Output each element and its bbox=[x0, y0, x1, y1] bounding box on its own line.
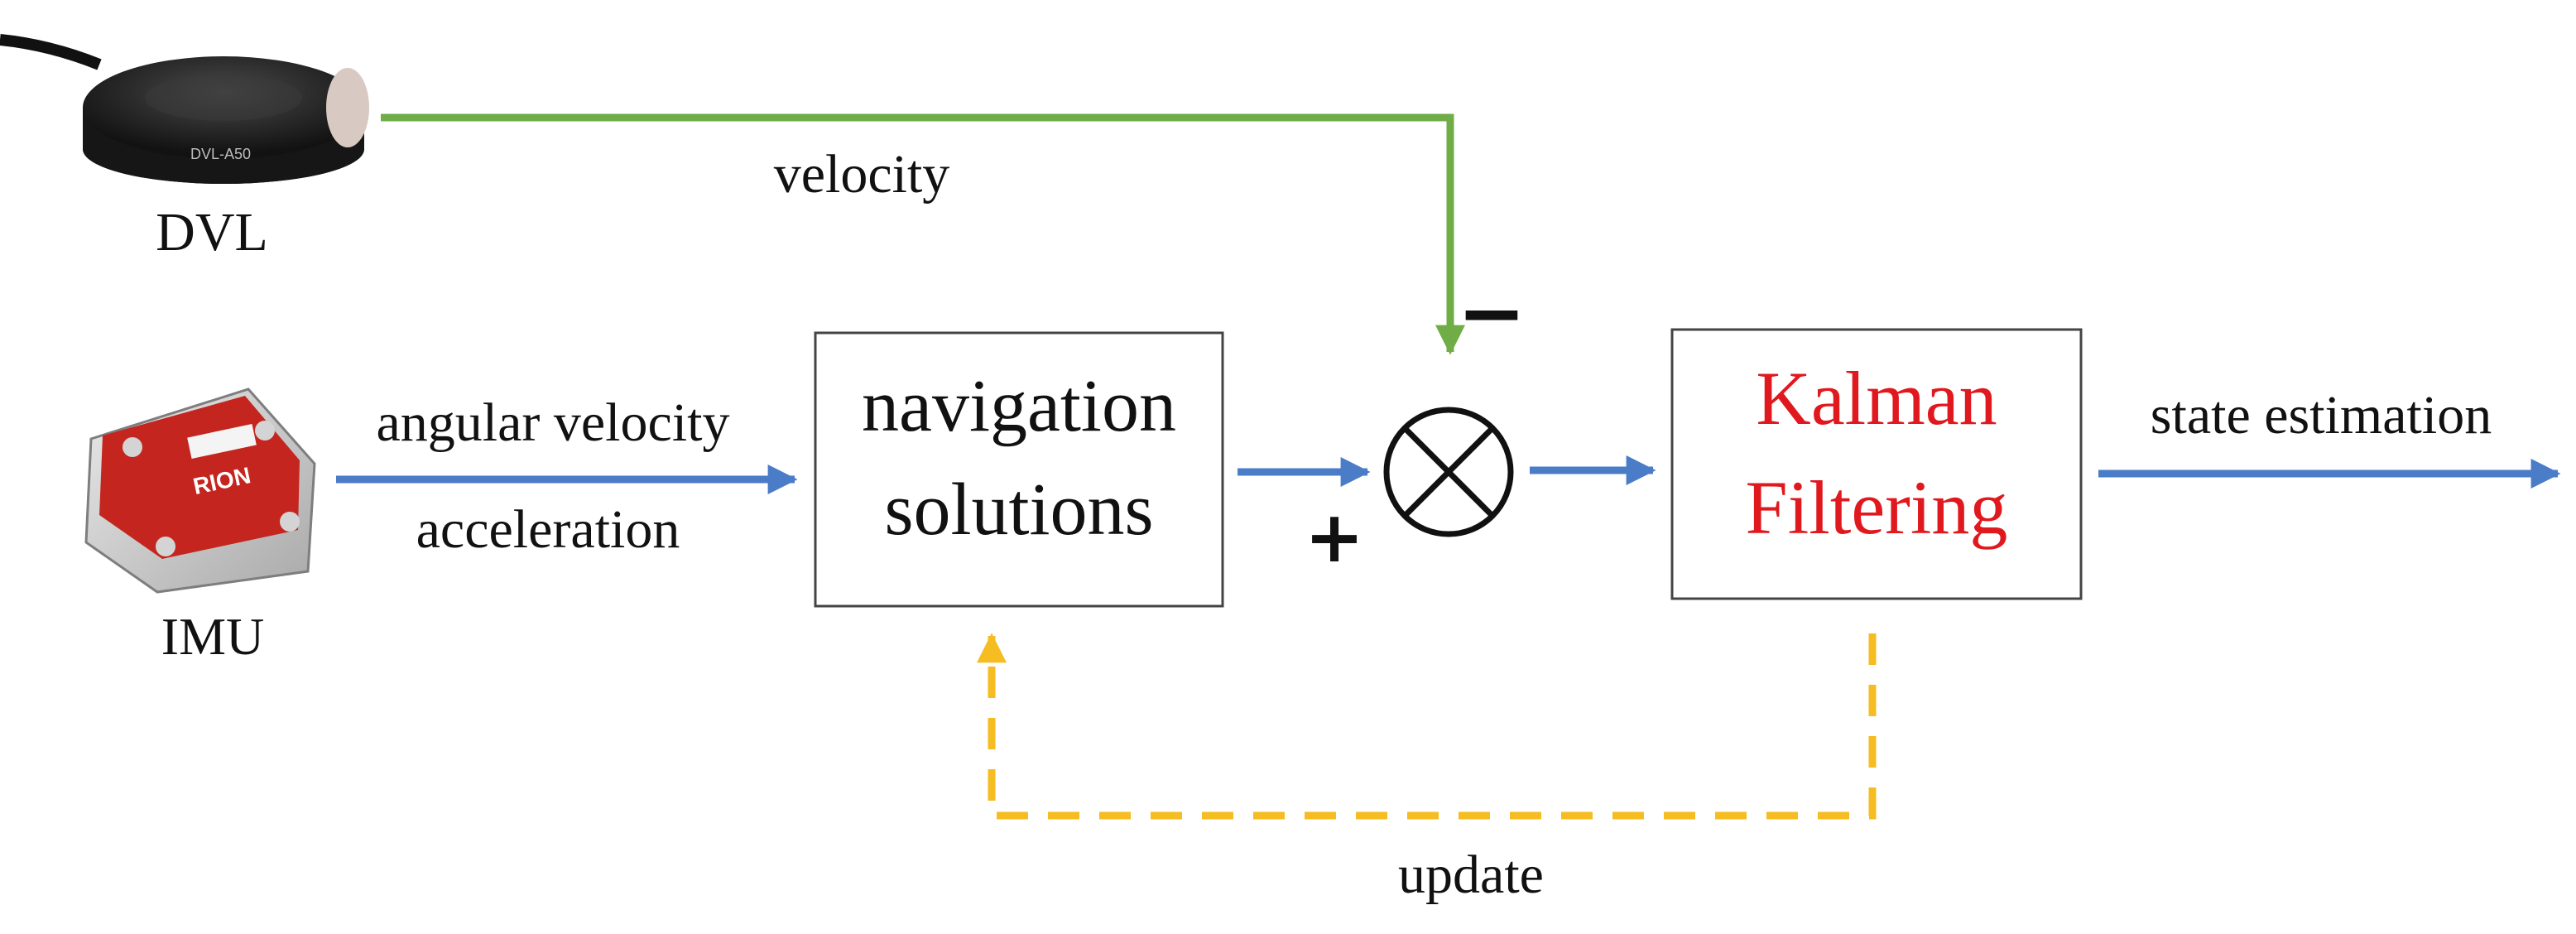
update-feedback-arrow bbox=[977, 633, 1877, 820]
update-label: update bbox=[1398, 845, 1544, 905]
dvl-label: DVL bbox=[156, 202, 268, 262]
velocity-label: velocity bbox=[774, 144, 950, 205]
kalman-line2: Filtering bbox=[1746, 465, 2008, 550]
navigation-solutions-block: navigation solutions bbox=[814, 331, 1224, 608]
minus-sign: − bbox=[1457, 264, 1526, 361]
acceleration-label: acceleration bbox=[416, 499, 680, 560]
state-estimation-label: state estimation bbox=[2151, 385, 2492, 445]
imu-label: IMU bbox=[161, 607, 264, 666]
imu-sensor-icon: RION bbox=[84, 388, 316, 594]
summing-junction bbox=[1383, 407, 1514, 537]
plus-sign: + bbox=[1305, 496, 1364, 579]
kalman-filtering-block: Kalman Filtering bbox=[1670, 328, 2083, 600]
angular-velocity-label: angular velocity bbox=[376, 392, 729, 453]
dvl-velocity-arrow bbox=[381, 113, 1465, 355]
svg-text:DVL-A50: DVL-A50 bbox=[190, 146, 251, 162]
navigation-line1: navigation bbox=[862, 365, 1176, 447]
navigation-line2: solutions bbox=[884, 469, 1153, 551]
dvl-sensor-icon: DVL-A50 bbox=[0, 34, 369, 184]
kalman-line1: Kalman bbox=[1756, 356, 1997, 441]
